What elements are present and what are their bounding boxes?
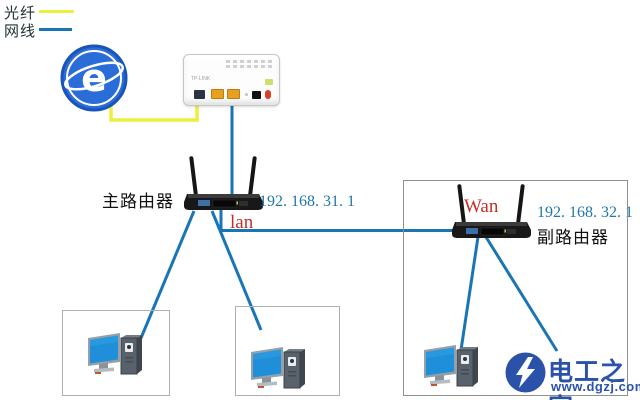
modem-lan-port-2 [227,89,240,99]
cable-main-router-to-left-pc [139,210,196,339]
modem-reset-hole [245,93,248,96]
main-router-ip: 192. 168. 31. 1 [259,193,355,210]
dgzj-site-name: 电工之家 [548,358,627,400]
dgzj-site-url: www.dgzj.com [551,379,640,394]
modem-brand-label: TP-LINK [191,76,211,82]
left-pc-box [62,310,170,396]
modem-power-button [265,90,271,99]
legend-cable-line-swatch [39,28,72,31]
main-router-icon [183,155,264,211]
cable-secondary-router-to-right-pc [459,236,480,351]
legend-cable-label: 网线 [4,24,37,40]
modem-label-sticker [265,79,273,85]
main-router-label: 主路由器 [102,192,174,211]
legend-fiber-line-swatch [39,10,74,13]
modem-lan-port-1 [211,89,224,99]
secondary-router-label: 副路由器 [537,228,609,247]
dgzj-logo-icon [505,352,546,393]
secondary-network-box [403,180,628,396]
modem-vent-grille [226,65,274,68]
internet-explorer-icon: e [60,44,128,112]
modem-wan-port [194,90,205,99]
modem-vent-grille [226,60,274,63]
cable-secondary-router-extra [484,236,559,352]
modem-power-port [252,91,261,99]
cable-main-router-to-middle-pc [210,210,263,331]
middle-pc-box [235,306,340,396]
main-router-lan-label: lan [230,212,254,233]
secondary-router-ip: 192. 168. 32. 1 [537,204,633,221]
fiber-cable-internet-to-modem [109,100,199,122]
modem-device: TP-LINK [183,54,280,106]
secondary-router-wan-label: Wan [464,196,499,217]
legend-fiber-label: 光纤 [4,6,37,22]
